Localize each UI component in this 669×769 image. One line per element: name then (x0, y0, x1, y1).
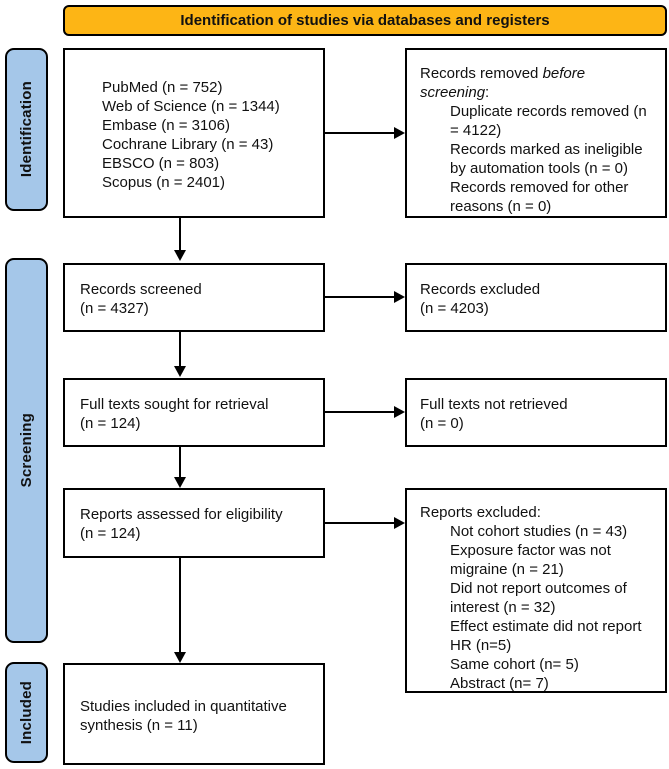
box-databases-searched: PubMed (n = 752) Web of Science (n = 134… (63, 48, 325, 218)
box-reports-excluded: Reports excluded: Not cohort studies (n … (405, 488, 667, 693)
excluded-reason-item: Exposure factor was not migraine (n = 21… (450, 542, 611, 578)
banner-title: Identification of studies via databases … (180, 12, 550, 29)
box-text-line: Full texts sought for retrieval (80, 396, 269, 413)
box-count-line: (n = 4327) (80, 300, 149, 317)
box-text-line: synthesis (n = 11) (80, 717, 198, 734)
database-line: Cochrane Library (n = 43) (102, 136, 274, 153)
arrowhead-down-icon (174, 477, 186, 488)
box-full-texts-not-retrieved: Full texts not retrieved (n = 0) (405, 378, 667, 447)
box-text-line: Studies included in quantitative (80, 698, 287, 715)
excluded-reason-item: Did not report outcomes of interest (n =… (450, 580, 627, 616)
arrowhead-down-icon (174, 652, 186, 663)
box-studies-included: Studies included in quantitative synthes… (63, 663, 325, 765)
box-full-texts-sought: Full texts sought for retrieval (n = 124… (63, 378, 325, 447)
removed-reason-item: Records marked as ineligible by automati… (450, 141, 643, 177)
box-count-line: (n = 4203) (420, 300, 489, 317)
box-records-screened: Records screened (n = 4327) (63, 263, 325, 332)
arrowhead-right-icon (394, 517, 405, 529)
box-text-line: Full texts not retrieved (420, 396, 568, 413)
stage-label-screening: Screening (5, 258, 48, 643)
arrowhead-down-icon (174, 366, 186, 377)
box-title: Records removed before screening: (420, 64, 630, 102)
box-text-line: Records screened (80, 281, 202, 298)
box-reports-assessed: Reports assessed for eligibility (n = 12… (63, 488, 325, 558)
title-italic: before screening (420, 65, 586, 101)
removed-reason-item: Duplicate records removed (n = 4122) (450, 103, 647, 139)
arrowhead-right-icon (394, 406, 405, 418)
database-line: Web of Science (n = 1344) (102, 98, 280, 115)
arrowhead-down-icon (174, 250, 186, 261)
box-title: Reports excluded: (420, 504, 541, 521)
database-line: PubMed (n = 752) (102, 79, 223, 96)
title-suffix: : (485, 84, 490, 101)
database-line: EBSCO (n = 803) (102, 155, 220, 172)
box-records-excluded: Records excluded (n = 4203) (405, 263, 667, 332)
database-line: Embase (n = 3106) (102, 117, 230, 134)
box-text-line: Records excluded (420, 281, 541, 298)
excluded-reason-item: Effect estimate did not report HR (n=5) (450, 618, 642, 654)
excluded-reason-item: Abstract (n= 7) (450, 675, 549, 692)
box-text-line: Reports assessed for eligibility (80, 506, 283, 523)
arrowhead-right-icon (394, 291, 405, 303)
arrowhead-right-icon (394, 127, 405, 139)
stage-label-included-text: Included (18, 680, 35, 745)
box-count-line: (n = 0) (420, 415, 464, 432)
removed-reason-item: Records removed for other reasons (n = 0… (450, 179, 629, 215)
box-records-removed-before-screening: Records removed before screening: Duplic… (405, 48, 667, 218)
box-count-line: (n = 124) (80, 525, 141, 542)
database-line: Scopus (n = 2401) (102, 174, 225, 191)
stage-label-screening-text: Screening (18, 413, 35, 488)
excluded-reason-item: Same cohort (n= 5) (450, 656, 579, 673)
stage-label-identification-text: Identification (18, 81, 35, 178)
stage-label-included: Included (5, 662, 48, 763)
box-count-line: (n = 124) (80, 415, 141, 432)
excluded-reason-item: Not cohort studies (n = 43) (450, 523, 628, 540)
banner-identification-via-databases: Identification of studies via databases … (63, 5, 667, 36)
title-prefix: Records removed (420, 65, 543, 82)
stage-label-identification: Identification (5, 48, 48, 211)
